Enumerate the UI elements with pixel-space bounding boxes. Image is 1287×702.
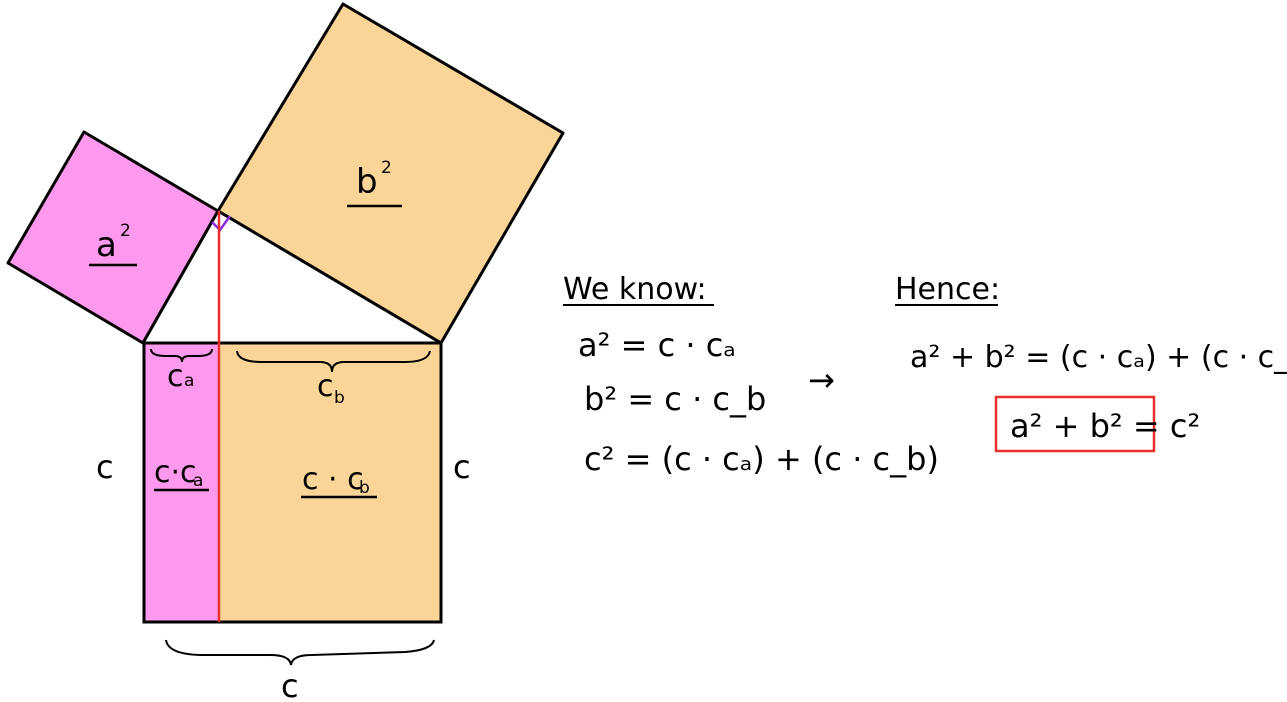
we-know-eq1: a² = c · cₐ	[578, 326, 736, 364]
label-a-exponent: 2	[120, 221, 131, 241]
label-c-cb-sub: b	[359, 478, 370, 498]
arrow: →	[808, 361, 835, 399]
label-c-cb: c · c	[302, 462, 364, 497]
result-box	[994, 395, 1156, 453]
label-b-exponent: 2	[381, 158, 392, 178]
hence-heading: Hence:	[895, 272, 1000, 307]
label-a-squared: a	[96, 225, 117, 265]
label-side-right: c	[453, 448, 471, 486]
label-c-ca: c·c	[154, 455, 197, 490]
hence-eq: a² + b² = (c · cₐ) + (c · c_b) = c²	[910, 340, 1287, 375]
label-ca: c	[167, 359, 184, 394]
brace-ca	[150, 348, 213, 363]
label-cb: c	[317, 369, 334, 404]
brace-bottom	[165, 639, 435, 666]
rect-c-ca	[144, 343, 220, 622]
label-cb-sub: b	[334, 388, 345, 408]
brace-cb	[236, 350, 431, 373]
we-know-eq2: b² = c · c_b	[584, 380, 766, 418]
result-eq: a² + b² = c²	[1010, 407, 1200, 445]
rect-c-cb	[220, 343, 441, 622]
we-know-heading: We know:	[563, 272, 707, 307]
label-bottom: c	[281, 667, 299, 702]
label-side-left: c	[96, 448, 114, 486]
label-b-squared: b	[356, 162, 378, 202]
we-know-eq3: c² = (c · cₐ) + (c · c_b)	[584, 440, 939, 478]
square-c	[142, 341, 443, 624]
label-ca-sub: a	[184, 371, 194, 391]
label-c-ca-sub: a	[193, 471, 203, 491]
